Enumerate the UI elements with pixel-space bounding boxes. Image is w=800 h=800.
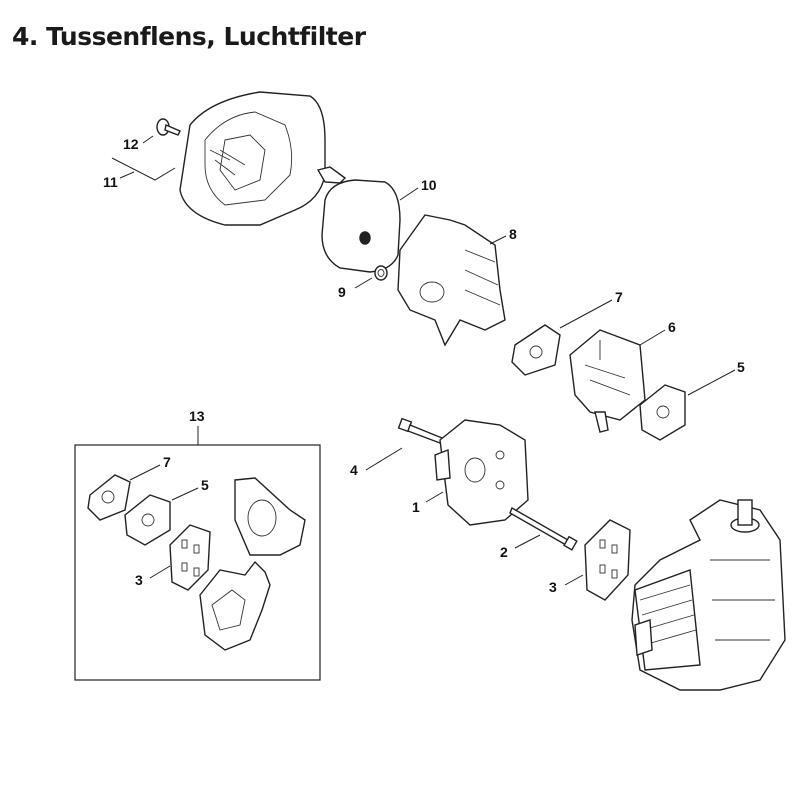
part-12-screw[interactable] bbox=[156, 118, 181, 136]
callout-3-kit: 3 bbox=[135, 572, 143, 588]
filter-clip bbox=[316, 166, 347, 184]
callout-12: 12 bbox=[123, 136, 139, 152]
engine-block bbox=[631, 499, 786, 691]
callout-7: 7 bbox=[615, 289, 623, 305]
callout-10: 10 bbox=[421, 177, 437, 193]
page-title: 4. Tussenflens, Luchtfilter bbox=[12, 22, 366, 51]
part-5-gasket[interactable] bbox=[639, 384, 686, 441]
part-3-insulator[interactable] bbox=[584, 519, 631, 601]
callout-8: 8 bbox=[509, 226, 517, 242]
part-10-air-filter[interactable] bbox=[321, 179, 401, 273]
callout-5-kit: 5 bbox=[201, 477, 209, 493]
callout-13: 13 bbox=[189, 408, 205, 424]
part-8-carburetor-flange[interactable] bbox=[397, 214, 506, 347]
part-9-grommet[interactable] bbox=[374, 265, 388, 281]
callout-3: 3 bbox=[549, 579, 557, 595]
part-11-filter-cover[interactable] bbox=[179, 91, 326, 226]
kit-part-3-insulator[interactable] bbox=[169, 524, 211, 591]
part-7-gasket[interactable] bbox=[511, 324, 561, 376]
kit-part-5-gasket[interactable] bbox=[124, 494, 171, 546]
part-1-intermediate-flange[interactable] bbox=[434, 419, 529, 526]
part-6-carburetor[interactable] bbox=[569, 329, 646, 433]
callout-7-kit: 7 bbox=[163, 454, 171, 470]
callout-9: 9 bbox=[338, 284, 346, 300]
callout-5: 5 bbox=[737, 359, 745, 375]
part-4-bolt[interactable] bbox=[397, 417, 443, 444]
callout-11: 11 bbox=[103, 174, 118, 190]
kit-part-7-gasket[interactable] bbox=[87, 474, 131, 521]
callout-4: 4 bbox=[350, 462, 358, 478]
callout-1: 1 bbox=[412, 499, 420, 515]
callout-2: 2 bbox=[500, 544, 508, 560]
kit-cylinder-gasket[interactable] bbox=[234, 477, 306, 556]
part-2-long-bolt[interactable] bbox=[509, 506, 578, 551]
callout-6: 6 bbox=[668, 319, 676, 335]
kit-flange-gasket[interactable] bbox=[199, 560, 271, 651]
